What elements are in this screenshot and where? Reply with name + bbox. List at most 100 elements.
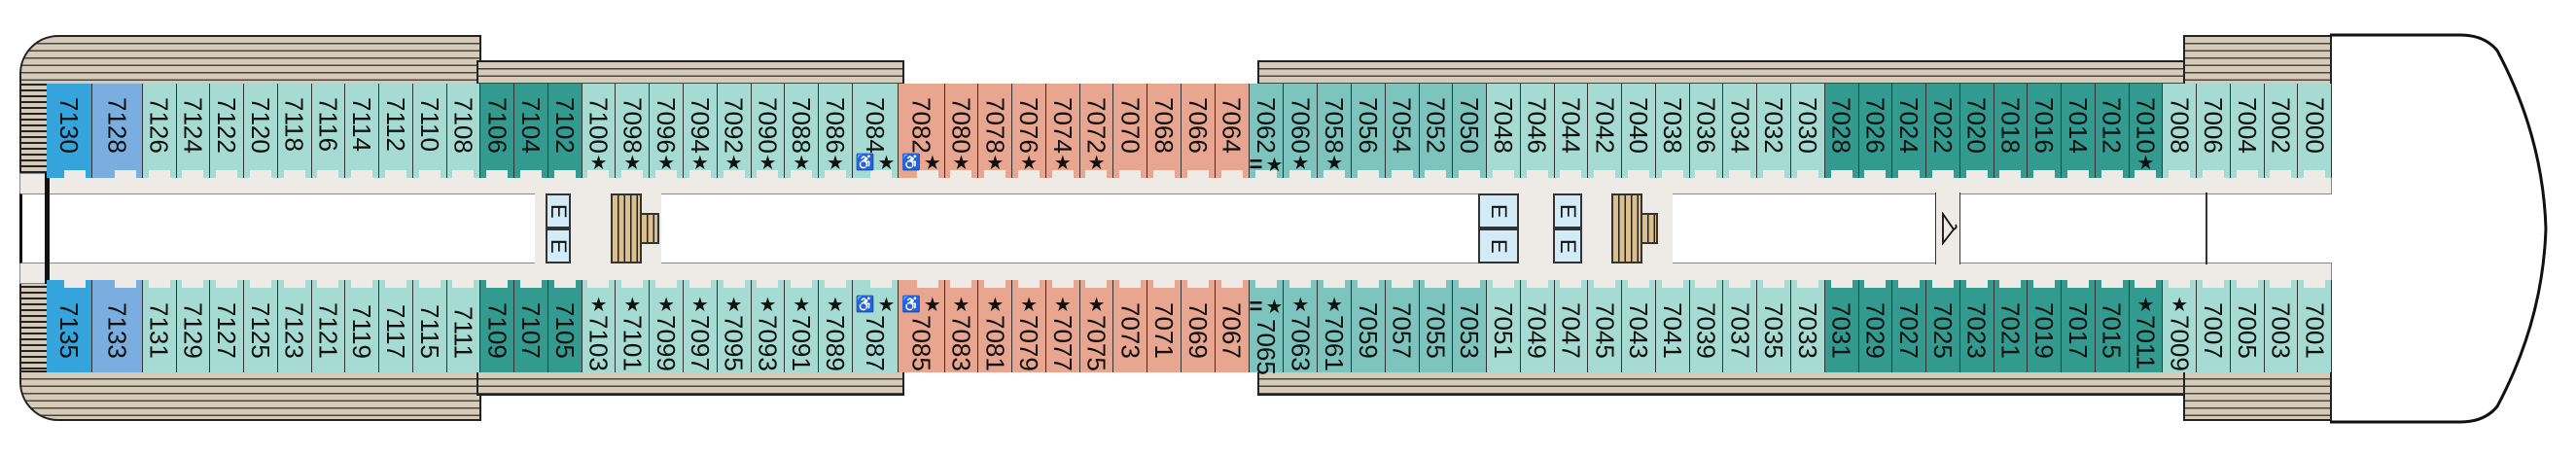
cabin-7075[interactable]: 7075★: [1079, 280, 1114, 372]
cabin-7061[interactable]: 7061★: [1318, 280, 1353, 372]
cabin-7054[interactable]: 7054: [1385, 84, 1420, 178]
cabin-7081[interactable]: 7081★: [978, 280, 1013, 372]
cabin-7092[interactable]: 7092★: [717, 84, 752, 178]
cabin-7040[interactable]: 7040: [1622, 84, 1656, 178]
cabin-7101[interactable]: 7101★: [616, 280, 651, 372]
cabin-7033[interactable]: 7033: [1790, 280, 1825, 372]
cabin-7004[interactable]: 7004: [2230, 84, 2265, 178]
cabin-7070[interactable]: 7070: [1113, 84, 1148, 178]
cabin-7096[interactable]: 7096★: [650, 84, 684, 178]
cabin-7120[interactable]: 7120: [244, 84, 278, 178]
cabin-7046[interactable]: 7046: [1520, 84, 1555, 178]
cabin-7077[interactable]: 7077★: [1045, 280, 1080, 372]
cabin-7012[interactable]: 7012: [2095, 84, 2130, 178]
cabin-7111[interactable]: 7111: [446, 280, 481, 372]
cabin-7008[interactable]: 7008: [2163, 84, 2198, 178]
cabin-7103[interactable]: 7103★: [582, 280, 617, 372]
cabin-7080[interactable]: 7080★: [944, 84, 979, 178]
cabin-7036[interactable]: 7036: [1689, 84, 1724, 178]
cabin-7073[interactable]: 7073: [1113, 280, 1148, 372]
cabin-7064[interactable]: 7064: [1215, 84, 1250, 178]
cabin-7052[interactable]: 7052: [1419, 84, 1454, 178]
cabin-7006[interactable]: 7006: [2197, 84, 2231, 178]
cabin-7059[interactable]: 7059: [1352, 280, 1386, 372]
cabin-7109[interactable]: 7109: [480, 280, 515, 372]
cabin-7027[interactable]: 7027: [1892, 280, 1927, 372]
cabin-7015[interactable]: 7015: [2095, 280, 2130, 372]
cabin-7102[interactable]: 7102: [547, 84, 582, 178]
cabin-7100[interactable]: 7100★: [582, 84, 617, 178]
cabin-7035[interactable]: 7035: [1757, 280, 1791, 372]
cabin-7126[interactable]: 7126: [142, 84, 177, 178]
cabin-7005[interactable]: 7005: [2230, 280, 2265, 372]
cabin-7026[interactable]: 7026: [1858, 84, 1893, 178]
cabin-7088[interactable]: 7088★: [785, 84, 820, 178]
cabin-7053[interactable]: 7053: [1453, 280, 1488, 372]
cabin-7078[interactable]: 7078★: [978, 84, 1013, 178]
cabin-7071[interactable]: 7071: [1147, 280, 1182, 372]
cabin-7018[interactable]: 7018: [1994, 84, 2029, 178]
cabin-7048[interactable]: 7048: [1487, 84, 1521, 178]
cabin-7011[interactable]: 7011★: [2129, 280, 2164, 372]
cabin-7022[interactable]: 7022: [1926, 84, 1960, 178]
cabin-7095[interactable]: 7095★: [717, 280, 752, 372]
cabin-7133[interactable]: 7133: [92, 280, 143, 372]
cabin-7028[interactable]: 7028: [1824, 84, 1859, 178]
cabin-7029[interactable]: 7029: [1858, 280, 1893, 372]
cabin-7094[interactable]: 7094★: [684, 84, 718, 178]
cabin-7063[interactable]: 7063★: [1284, 280, 1319, 372]
cabin-7130[interactable]: 7130: [47, 84, 93, 178]
cabin-7003[interactable]: 7003: [2264, 280, 2299, 372]
cabin-7135[interactable]: 7135: [47, 280, 93, 372]
cabin-7116[interactable]: 7116: [311, 84, 346, 178]
cabin-7090[interactable]: 7090★: [751, 84, 786, 178]
cabin-7023[interactable]: 7023: [1959, 280, 1994, 372]
cabin-7105[interactable]: 7105: [547, 280, 582, 372]
cabin-7067[interactable]: 7067: [1215, 280, 1250, 372]
cabin-7010[interactable]: 7010★: [2129, 84, 2164, 178]
cabin-7118[interactable]: 7118: [277, 84, 312, 178]
cabin-7089[interactable]: 7089★: [819, 280, 853, 372]
cabin-7043[interactable]: 7043: [1622, 280, 1656, 372]
cabin-7119[interactable]: 7119: [345, 280, 380, 372]
cabin-7079[interactable]: 7079★: [1012, 280, 1046, 372]
cabin-7037[interactable]: 7037: [1723, 280, 1758, 372]
cabin-7131[interactable]: 7131: [142, 280, 177, 372]
cabin-7127[interactable]: 7127: [210, 280, 245, 372]
cabin-7030[interactable]: 7030: [1790, 84, 1825, 178]
cabin-7017[interactable]: 7017: [2062, 280, 2096, 372]
cabin-7050[interactable]: 7050: [1453, 84, 1488, 178]
cabin-7065[interactable]: 7065=★: [1249, 280, 1285, 375]
cabin-7034[interactable]: 7034: [1723, 84, 1758, 178]
cabin-7001[interactable]: 7001: [2298, 280, 2333, 372]
cabin-7087[interactable]: 7087♿★: [852, 280, 900, 372]
cabin-7112[interactable]: 7112: [379, 84, 413, 178]
cabin-7110[interactable]: 7110: [412, 84, 447, 178]
cabin-7000[interactable]: 7000: [2298, 84, 2333, 178]
cabin-7044[interactable]: 7044: [1554, 84, 1589, 178]
cabin-7098[interactable]: 7098★: [616, 84, 651, 178]
cabin-7104[interactable]: 7104: [514, 84, 548, 178]
cabin-7038[interactable]: 7038: [1655, 84, 1690, 178]
cabin-7024[interactable]: 7024: [1892, 84, 1927, 178]
cabin-7097[interactable]: 7097★: [684, 280, 718, 372]
cabin-7125[interactable]: 7125: [244, 280, 278, 372]
cabin-7082[interactable]: 7082♿★: [899, 84, 945, 178]
cabin-7122[interactable]: 7122: [210, 84, 245, 178]
cabin-7055[interactable]: 7055: [1419, 280, 1454, 372]
cabin-7117[interactable]: 7117: [379, 280, 413, 372]
cabin-7042[interactable]: 7042: [1588, 84, 1623, 178]
cabin-7014[interactable]: 7014: [2062, 84, 2096, 178]
cabin-7060[interactable]: 7060★: [1284, 84, 1319, 178]
cabin-7025[interactable]: 7025: [1926, 280, 1960, 372]
cabin-7019[interactable]: 7019: [2028, 280, 2063, 372]
cabin-7007[interactable]: 7007: [2197, 280, 2231, 372]
cabin-7039[interactable]: 7039: [1689, 280, 1724, 372]
cabin-7032[interactable]: 7032: [1757, 84, 1791, 178]
cabin-7083[interactable]: 7083★: [944, 280, 979, 372]
cabin-7002[interactable]: 7002: [2264, 84, 2299, 178]
cabin-7129[interactable]: 7129: [176, 280, 211, 372]
cabin-7068[interactable]: 7068: [1147, 84, 1182, 178]
cabin-7051[interactable]: 7051: [1487, 280, 1521, 372]
cabin-7062[interactable]: 7062=★: [1249, 84, 1285, 178]
